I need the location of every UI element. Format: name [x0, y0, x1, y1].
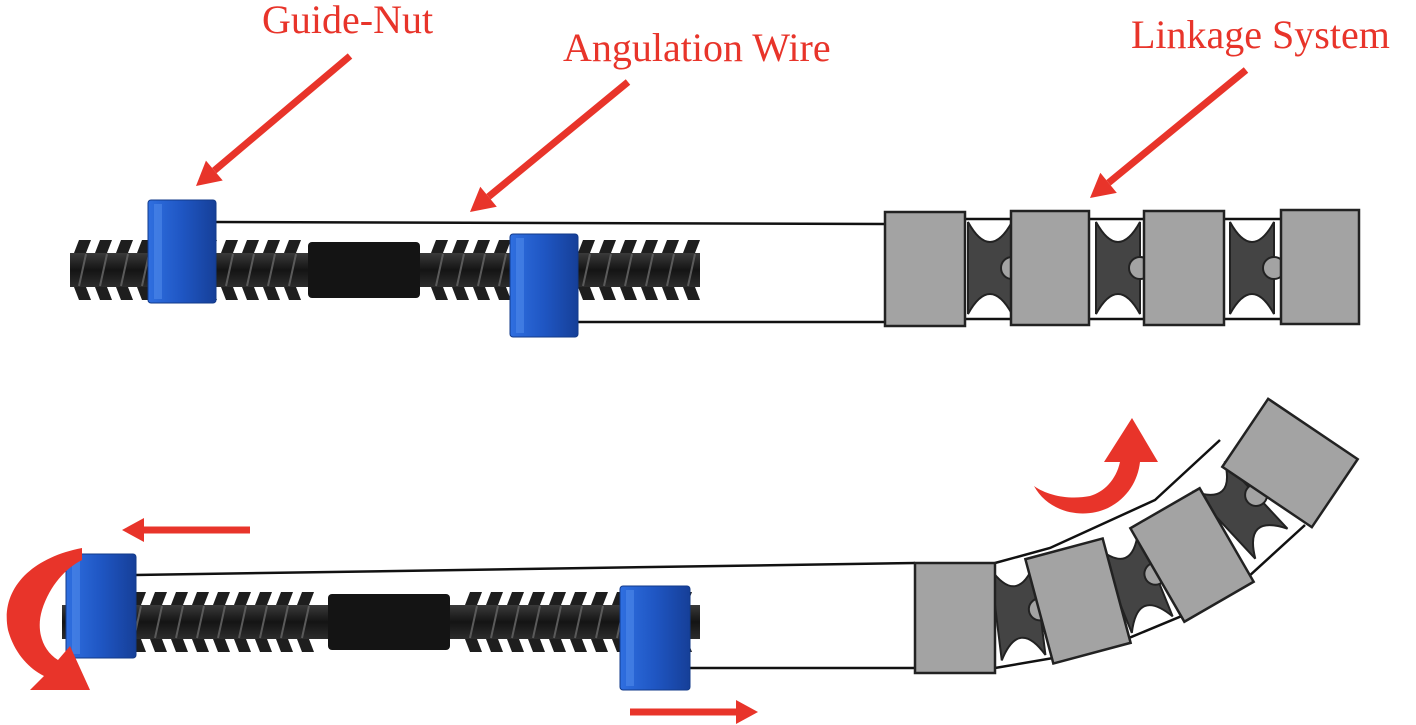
linkage-segment-bottom-3 — [1128, 486, 1256, 624]
straight-arrow-icon-right — [630, 700, 758, 724]
linkage-segment-top-3 — [1142, 209, 1226, 327]
guide-nut-top-right — [509, 233, 579, 338]
linkage-joint-top-3 — [1229, 221, 1286, 315]
guide-nut-pointer-arrow — [196, 53, 353, 186]
linkage-system-bent — [913, 397, 1360, 675]
linkage-segment-bottom-1 — [913, 561, 997, 675]
angulation-wire-label: Angulation Wire — [563, 25, 831, 70]
guide-nut-label: Guide-Nut — [262, 0, 434, 42]
bent-state — [62, 397, 1360, 691]
straight-state — [70, 199, 1361, 338]
linkage-system-label: Linkage System — [1131, 12, 1390, 57]
linkage-segment-bottom-2 — [1023, 536, 1133, 666]
curved-arrow-icon-right — [1034, 418, 1158, 514]
angulation-wire-top-upper — [213, 220, 885, 226]
curved-arrow-icon-left — [6, 548, 90, 690]
guide-nut-bottom-right — [619, 585, 691, 691]
angulation-wire-bottom-upper — [134, 561, 916, 577]
guide-nut-top-left — [147, 199, 217, 304]
linkage-system-straight — [883, 208, 1361, 328]
linkage-segment-bottom-4 — [1220, 397, 1360, 529]
angulation-wire-pointer-arrow — [470, 79, 631, 212]
linkage-system-pointer-arrow — [1090, 67, 1249, 198]
linkage-segment-top-1 — [883, 210, 967, 328]
linkage-joint-bottom-1 — [989, 563, 1052, 661]
linkage-segment-top-2 — [1009, 209, 1091, 327]
linkage-segment-top-4 — [1279, 208, 1361, 326]
guide-nut-bottom-left — [65, 553, 137, 659]
annotations — [6, 53, 1249, 724]
lead-screw-bottom — [62, 592, 700, 652]
straight-arrow-icon-left — [122, 518, 250, 542]
